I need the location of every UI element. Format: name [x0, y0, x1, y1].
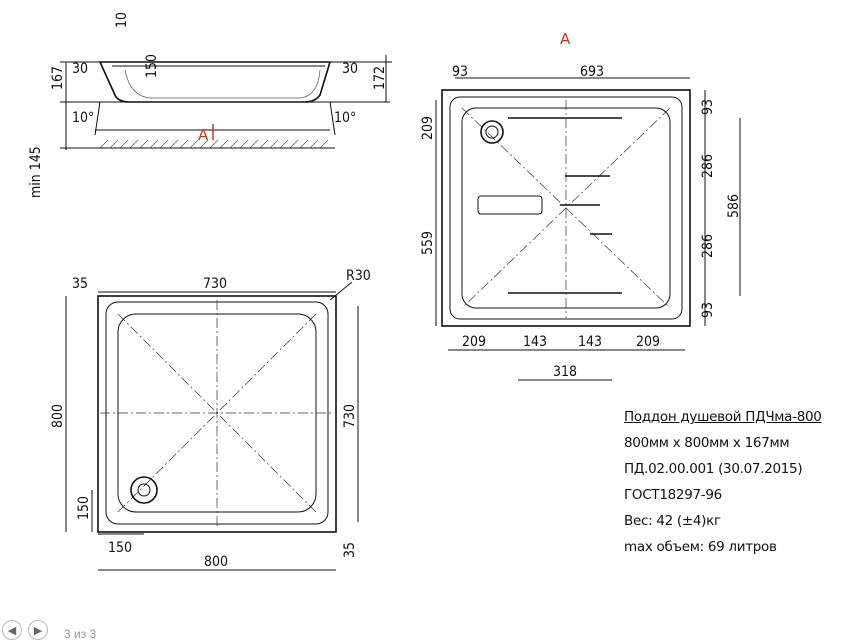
- dim-r30: R30: [346, 268, 371, 284]
- dim-209-left: 209: [420, 116, 436, 140]
- dim-93-bottom-right: 93: [700, 302, 716, 318]
- product-volume: max объем: 69 литров: [624, 539, 777, 555]
- pager: ◀ ▶ 3 из 3: [2, 619, 96, 641]
- dim-586: 586: [726, 194, 742, 218]
- dim-angle-right: 10°: [334, 110, 356, 126]
- dim-143-left: 143: [523, 334, 547, 350]
- next-page-button[interactable]: ▶: [28, 620, 48, 640]
- prev-page-button[interactable]: ◀: [2, 620, 22, 640]
- dim-730-right: 730: [342, 404, 358, 428]
- product-info: Поддон душевой ПДЧма-800 800мм x 800мм x…: [624, 404, 822, 560]
- product-title: Поддон душевой ПДЧма-800: [624, 409, 822, 425]
- dim-167: 167: [50, 66, 66, 90]
- dim-35-top: 35: [72, 276, 88, 292]
- dim-209-bottom-right: 209: [636, 334, 660, 350]
- dim-30-right: 30: [342, 61, 358, 77]
- view-a: A 93 693 93 209 286 586 559 286 93 209 1…: [420, 30, 742, 381]
- product-weight: Вес: 42 (±4)кг: [624, 513, 721, 529]
- dim-150-horizontal: 150: [108, 540, 132, 556]
- dim-730-top: 730: [203, 276, 227, 292]
- view-a-title: A: [560, 30, 571, 48]
- dim-172: 172: [372, 66, 388, 90]
- section-marker-a: A: [198, 126, 209, 144]
- side-view: 167 30 10 150 30 172 10° 10° min 145 A: [28, 12, 392, 198]
- dim-800-left: 800: [50, 404, 66, 428]
- dim-150: 150: [144, 54, 160, 78]
- dim-209-bottom-left: 209: [462, 334, 486, 350]
- dim-800-bottom: 800: [204, 554, 228, 570]
- arrow-left-icon: ◀: [7, 624, 17, 637]
- product-dimensions: 800мм x 800мм x 167мм: [624, 435, 790, 451]
- product-code: ПД.02.00.001 (30.07.2015): [624, 461, 803, 477]
- technical-drawing: 167 30 10 150 30 172 10° 10° min 145 A A…: [28, 12, 742, 571]
- page-counter: 3 из 3: [64, 627, 97, 641]
- dim-318: 318: [553, 364, 577, 380]
- product-standard: ГОСТ18297-96: [624, 487, 722, 503]
- dim-150-vertical: 150: [76, 496, 92, 520]
- dim-93-top-right: 93: [700, 99, 716, 115]
- dim-93-top-left: 93: [452, 64, 468, 80]
- dim-143-right: 143: [578, 334, 602, 350]
- dim-693: 693: [580, 64, 604, 80]
- dim-min-145: min 145: [28, 146, 44, 198]
- dim-angle-left: 10°: [72, 110, 94, 126]
- arrow-right-icon: ▶: [33, 624, 43, 637]
- dim-559: 559: [420, 231, 436, 255]
- dim-10: 10: [114, 12, 130, 28]
- dim-35-right: 35: [342, 542, 358, 558]
- dim-30-left: 30: [72, 61, 88, 77]
- plan-view: 35 730 R30 800 730 150 35 150 800: [50, 268, 371, 571]
- dim-286-bottom: 286: [700, 234, 716, 258]
- dim-286-top: 286: [700, 154, 716, 178]
